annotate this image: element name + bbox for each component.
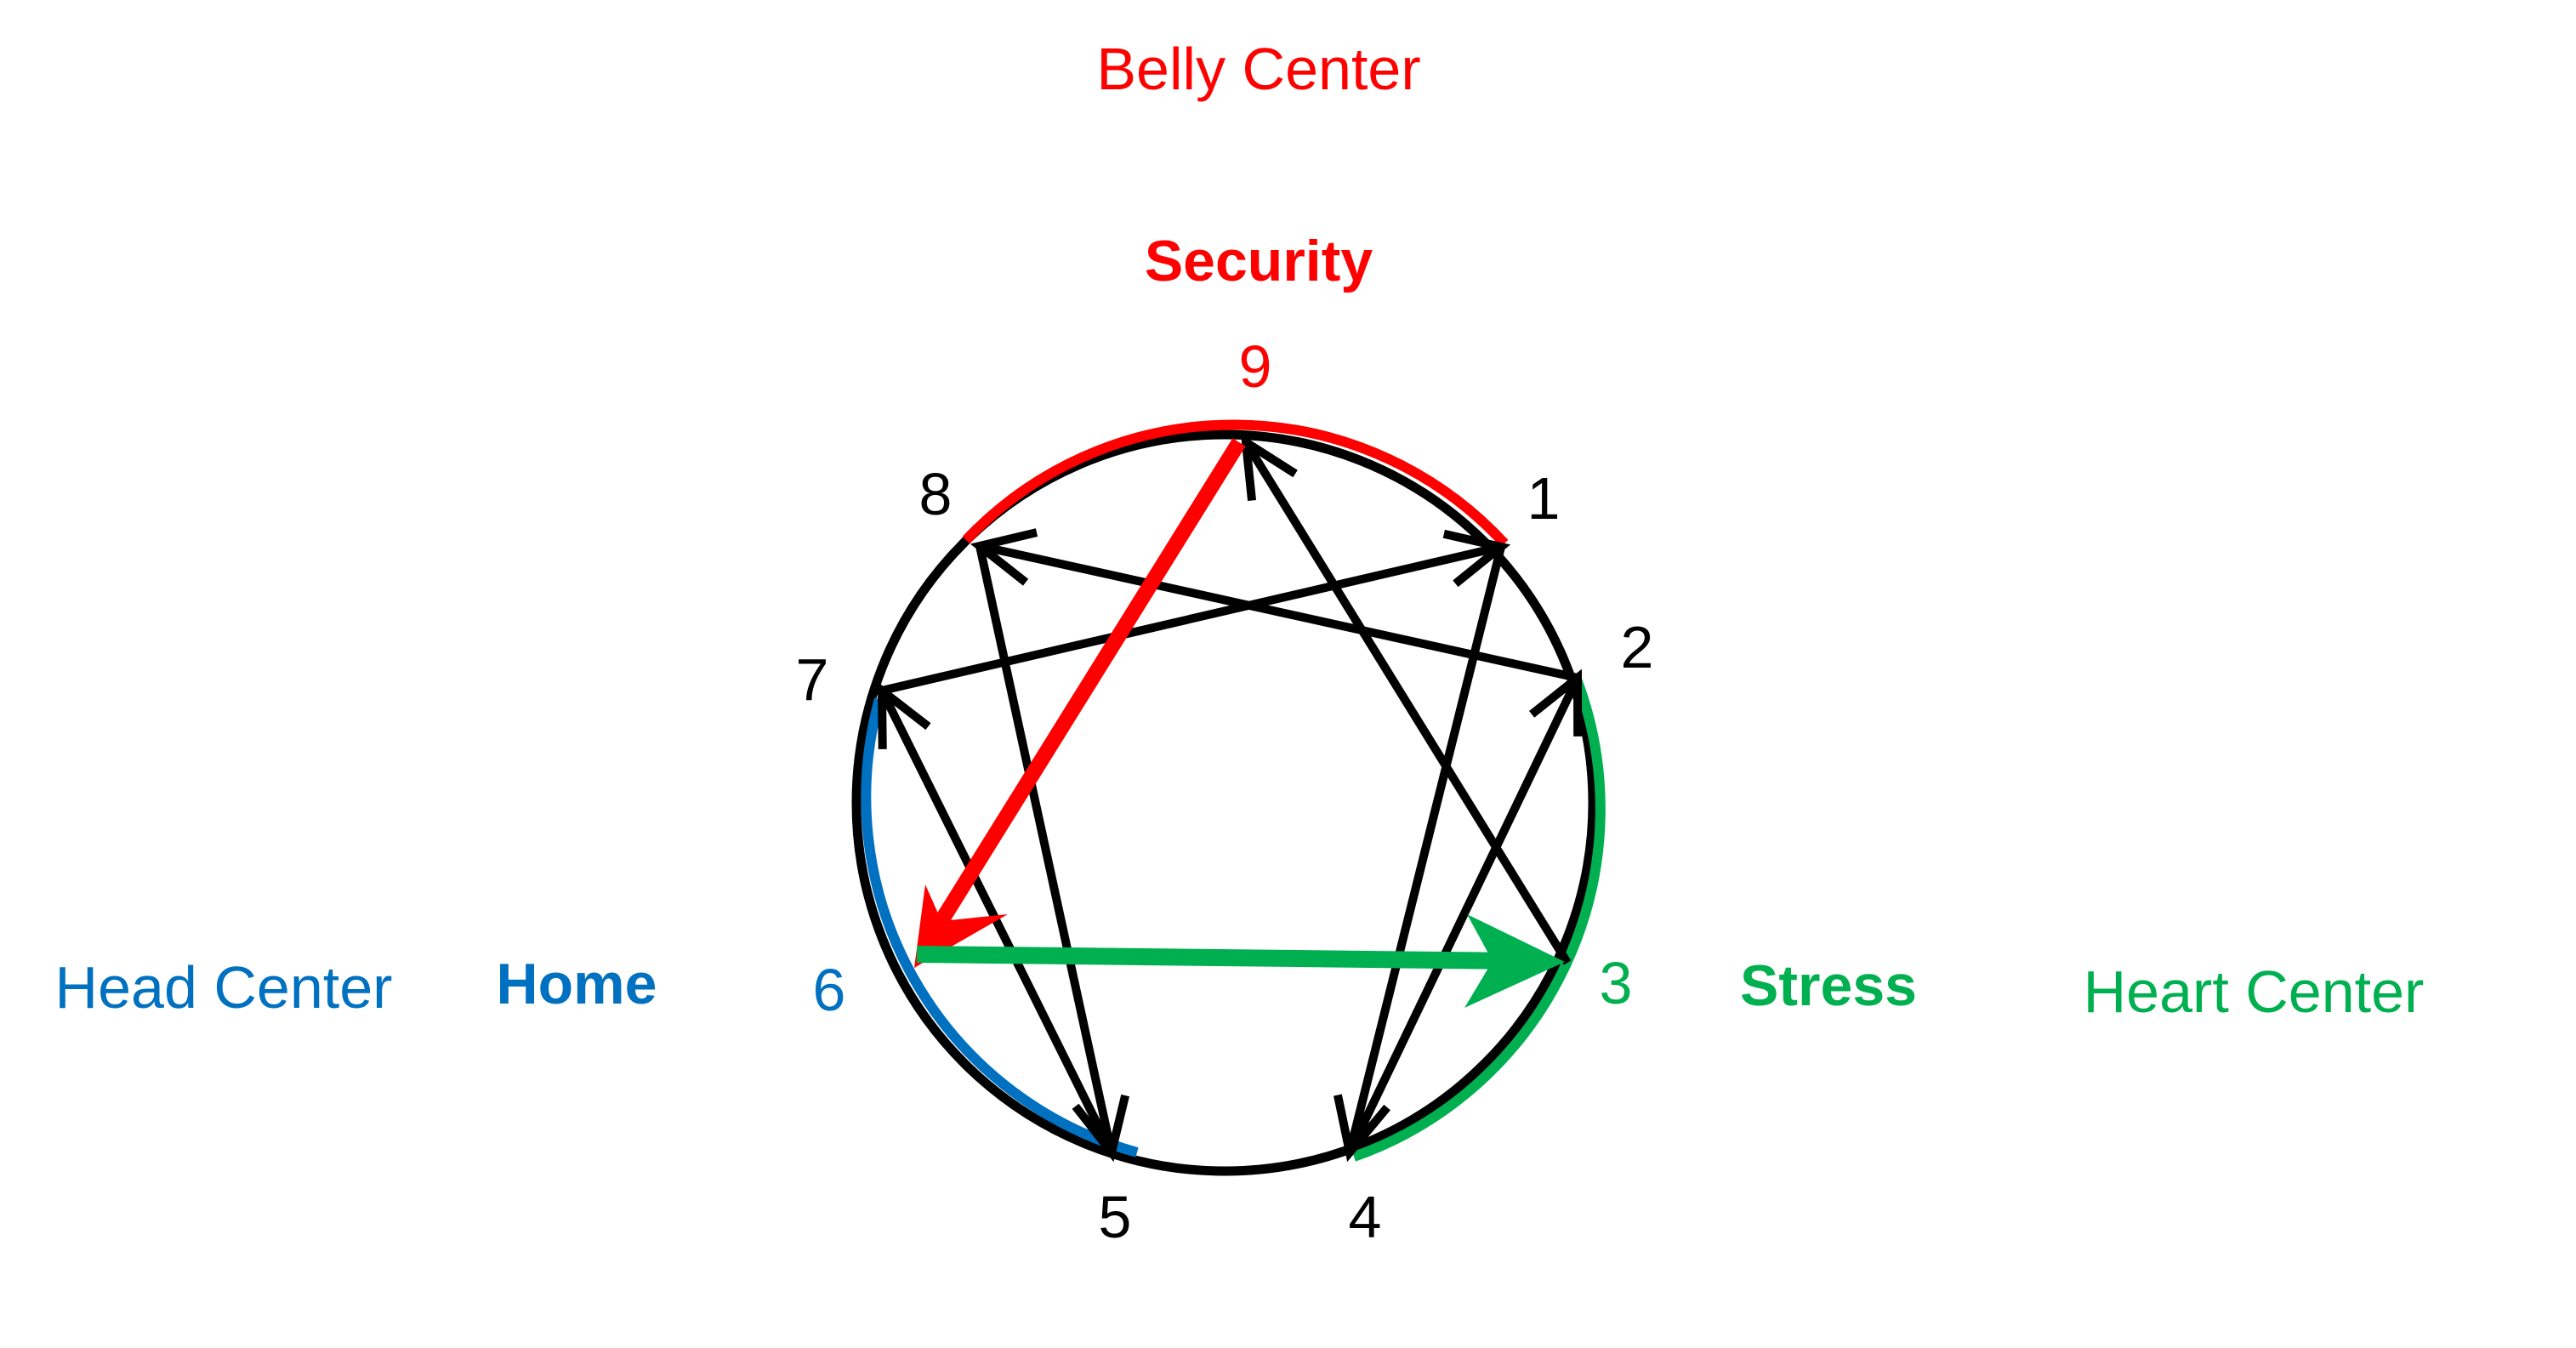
belly-center-arc: [962, 419, 1509, 548]
head-center-label: Head Center: [55, 954, 393, 1021]
line-8-5: [975, 544, 1116, 1154]
point-2-label: 2: [1621, 614, 1654, 680]
belly-center-label: Belly Center: [1096, 36, 1420, 102]
line-4-2: [1345, 675, 1582, 1155]
line-3-9-arrowhead: [1240, 434, 1298, 502]
security-arrow: [914, 438, 1246, 968]
point-4-label: 4: [1349, 1184, 1382, 1250]
heart-center-label: Heart Center: [2084, 958, 2425, 1025]
line-3-9: [1242, 440, 1572, 965]
stress-label: Stress: [1740, 953, 1917, 1018]
line-2-8: [978, 542, 1579, 682]
point-5-label: 5: [1099, 1184, 1132, 1250]
line-7-1: [880, 543, 1503, 695]
head-center-arc: [861, 697, 1139, 1157]
point-1-label: 1: [1527, 465, 1561, 532]
line-7-1-arrowhead: [1442, 529, 1511, 588]
heart-center-arc: [1352, 674, 1606, 1162]
point-3-label: 3: [1600, 950, 1633, 1016]
connection-lines: [877, 434, 1583, 1163]
point-8-label: 8: [919, 461, 952, 527]
point-9-label: 9: [1239, 333, 1272, 400]
line-1-4: [1345, 545, 1505, 1154]
point-6-label: 6: [813, 957, 846, 1023]
stress-arrow: [916, 914, 1565, 1008]
line-5-7: [878, 688, 1116, 1155]
stress-arrowhead: [1464, 914, 1565, 1008]
point-7-label: 7: [796, 646, 829, 713]
security-label: Security: [1145, 229, 1373, 293]
enneagram-circle: [851, 429, 1598, 1176]
home-label: Home: [497, 952, 657, 1016]
